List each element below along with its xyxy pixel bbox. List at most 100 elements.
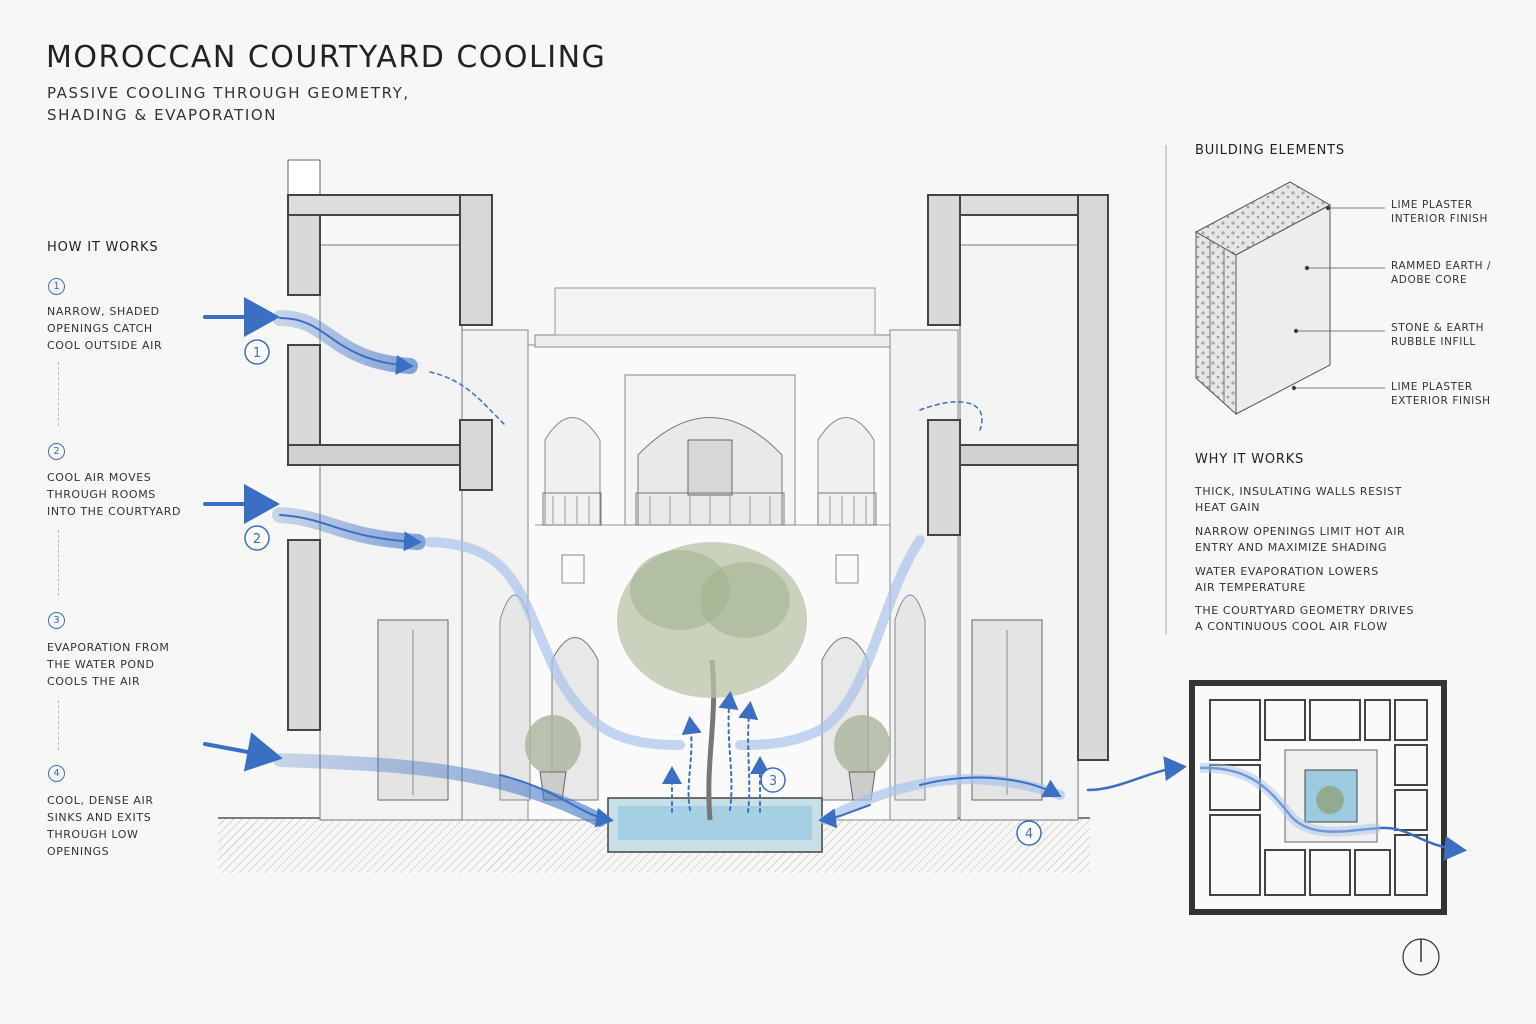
- potted-plant-right: [834, 715, 890, 775]
- airflow-dashed: [429, 371, 506, 426]
- floor-plan: [1189, 680, 1467, 915]
- label-line: STONE & EARTH: [1391, 322, 1485, 334]
- left-floor-slab: [287, 444, 461, 466]
- upper-arch-right: [817, 417, 875, 526]
- step-line: COOL OUTSIDE AIR: [47, 339, 163, 352]
- plan-tree: [1316, 786, 1344, 814]
- pond-water: [618, 806, 812, 840]
- why-line: AIR TEMPERATURE: [1195, 580, 1306, 594]
- north-arrow-icon: [1402, 938, 1440, 976]
- potted-plant-left: [525, 715, 581, 775]
- marker-circle: [760, 767, 786, 793]
- layer-label-rammed-earth: RAMMED EARTH / ADOBE CORE: [1391, 259, 1491, 287]
- why-point-3: WATER EVAPORATION LOWERS AIR TEMPERATURE: [1195, 564, 1379, 595]
- airflow-arrow-icon: [818, 804, 871, 829]
- airflow-arrow-icon: [279, 317, 414, 375]
- why-it-works-heading: WHY IT WORKS: [1195, 452, 1305, 467]
- section-markers: 1 2 3 4: [244, 339, 1042, 846]
- label-line: ADOBE CORE: [1391, 274, 1468, 286]
- step-number-3: 3: [48, 612, 65, 629]
- vent-grille-right: [835, 554, 859, 584]
- block-side: [1195, 231, 1237, 416]
- step-line: THROUGH ROOMS: [47, 488, 156, 501]
- airflow-stream-low: [273, 753, 607, 827]
- page-title: MOROCCAN COURTYARD COOLING: [46, 40, 607, 75]
- central-window: [687, 439, 733, 496]
- left-wall-upper: [287, 214, 321, 296]
- vent-grille-left: [561, 554, 585, 584]
- upper-arch-left: [544, 417, 601, 526]
- airflow-descending-right: [735, 535, 925, 750]
- left-wall-lower: [287, 539, 321, 731]
- side-arch-right: [894, 594, 926, 801]
- step-line: THROUGH LOW: [47, 828, 139, 841]
- subtitle-line: PASSIVE COOLING THROUGH GEOMETRY,: [47, 84, 410, 102]
- why-line: THE COURTYARD GEOMETRY DRIVES: [1195, 604, 1415, 617]
- label-line: LIME PLASTER: [1391, 381, 1473, 393]
- page-subtitle: PASSIVE COOLING THROUGH GEOMETRY, SHADIN…: [47, 82, 410, 126]
- step-line: COOL, DENSE AIR: [47, 794, 154, 807]
- balcony-right: [817, 492, 877, 526]
- right-inner-wall-upper: [927, 194, 961, 326]
- balcony-left: [542, 492, 602, 526]
- step-number-1: 1: [48, 278, 65, 295]
- back-parapet: [554, 287, 876, 336]
- why-line: THICK, INSULATING WALLS RESIST: [1195, 485, 1402, 498]
- marker-label: 1: [253, 346, 261, 361]
- right-floor-slab: [959, 444, 1079, 466]
- step-line: EVAPORATION FROM: [47, 641, 170, 654]
- label-line: LIME PLASTER: [1391, 199, 1473, 211]
- step-3-description: EVAPORATION FROM THE WATER POND COOLS TH…: [47, 639, 170, 690]
- why-point-1: THICK, INSULATING WALLS RESIST HEAT GAIN: [1195, 484, 1402, 515]
- airflow-descending-left: [425, 537, 685, 750]
- why-point-4: THE COURTYARD GEOMETRY DRIVES A CONTINUO…: [1195, 603, 1414, 634]
- label-line: RUBBLE INFILL: [1391, 336, 1476, 348]
- how-it-works-heading: HOW IT WORKS: [47, 240, 159, 255]
- right-inner-wall-mid: [927, 419, 961, 536]
- airflow-arrow-icon: [919, 776, 1062, 798]
- layer-label-rubble-infill: STONE & EARTH RUBBLE INFILL: [1391, 321, 1484, 349]
- marker-circle: [244, 525, 270, 551]
- step-2-description: COOL AIR MOVES THROUGH ROOMS INTO THE CO…: [47, 469, 181, 520]
- evaporation-arrow: [738, 701, 759, 813]
- why-line: HEAT GAIN: [1195, 500, 1261, 514]
- left-wall-mid: [287, 344, 321, 446]
- step-connector: [58, 530, 59, 596]
- airflow-arrow-icon: [203, 732, 283, 772]
- leader-lines: [1291, 205, 1385, 391]
- airflow-arrow-icon: [499, 774, 614, 828]
- airflow-arrow-icon: [1086, 756, 1187, 792]
- marker-circle: [244, 339, 270, 365]
- side-arch-left: [499, 594, 531, 801]
- step-1-description: NARROW, SHADED OPENINGS CATCH COOL OUTSI…: [47, 303, 162, 354]
- airflow-dashed: [919, 401, 983, 431]
- layer-label-exterior-plaster: LIME PLASTER EXTERIOR FINISH: [1391, 380, 1491, 408]
- step-4-description: COOL, DENSE AIR SINKS AND EXITS THROUGH …: [47, 792, 154, 860]
- why-point-2: NARROW OPENINGS LIMIT HOT AIR ENTRY AND …: [1195, 524, 1405, 555]
- tree-canopy-detail: [700, 562, 790, 638]
- step-connector: [58, 700, 59, 750]
- marker-label: 3: [769, 774, 777, 789]
- step-number-2: 2: [48, 443, 65, 460]
- evaporation-arrow: [718, 691, 739, 811]
- step-line: NARROW, SHADED: [47, 305, 160, 318]
- left-inner-wall-mid: [459, 419, 493, 491]
- why-line: A CONTINUOUS COOL AIR FLOW: [1195, 619, 1388, 633]
- marker-circle: [1016, 820, 1042, 846]
- layer-label-interior-plaster: LIME PLASTER INTERIOR FINISH: [1391, 198, 1488, 226]
- why-line: WATER EVAPORATION LOWERS: [1195, 565, 1379, 578]
- step-line: INTO THE COURTYARD: [47, 505, 182, 518]
- marker-label: 4: [1025, 827, 1033, 842]
- right-wall: [1077, 194, 1109, 761]
- back-cornice: [534, 334, 896, 348]
- step-line: SINKS AND EXITS: [47, 811, 152, 824]
- airflow-arrow-icon: [279, 514, 422, 552]
- label-line: RAMMED EARTH /: [1391, 260, 1492, 272]
- building-elements-heading: BUILDING ELEMENTS: [1195, 143, 1345, 158]
- wall-section-block: [1194, 181, 1332, 416]
- subtitle-line: SHADING & EVAPORATION: [47, 106, 278, 124]
- step-line: COOL AIR MOVES: [47, 471, 152, 484]
- label-line: INTERIOR FINISH: [1391, 213, 1488, 225]
- step-line: OPENINGS: [47, 845, 110, 858]
